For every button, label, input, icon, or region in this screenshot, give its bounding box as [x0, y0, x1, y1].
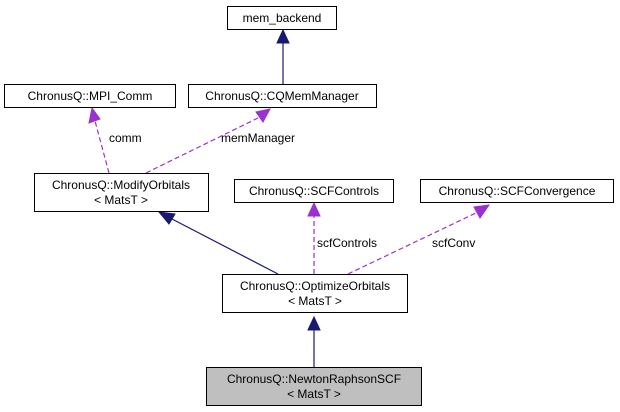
node-optimizeorbitals[interactable]: ChronusQ::OptimizeOrbitals < MatsT > [222, 274, 408, 313]
edge-newtonraphsonscf-to-optimizeorbitals [307, 315, 321, 367]
node-mem-backend[interactable]: mem_backend [227, 6, 337, 30]
node-scfcontrols[interactable]: ChronusQ::SCFControls [234, 179, 394, 203]
node-label: mem_backend [243, 11, 322, 25]
node-modifyorbitals[interactable]: ChronusQ::ModifyOrbitals < MatsT > [34, 173, 209, 212]
edge-cqmemmanager-to-mem-backend [276, 28, 290, 84]
edge-scfconv: scfConv [347, 204, 491, 275]
node-cqmemmanager[interactable]: ChronusQ::CQMemManager [188, 84, 377, 108]
node-label: ChronusQ::ModifyOrbitals [52, 178, 190, 192]
node-label: ChronusQ::MPI_Comm [28, 89, 153, 103]
node-label: ChronusQ::SCFControls [249, 184, 379, 198]
edge-label-scfcontrols: scfControls [317, 236, 377, 250]
node-label: ChronusQ::CQMemManager [205, 89, 358, 103]
node-label: ChronusQ::SCFConvergence [439, 184, 596, 198]
edge-label-comm: comm [109, 131, 142, 145]
edge-label-scfconv: scfConv [432, 236, 475, 250]
edge-label-memmanager: memManager [221, 131, 295, 145]
edge-scfcontrols: scfControls [307, 201, 377, 274]
node-label: ChronusQ::NewtonRaphsonSCF [227, 372, 401, 386]
node-mpi-comm[interactable]: ChronusQ::MPI_Comm [4, 84, 176, 108]
node-template-label: < MatsT > [287, 387, 341, 401]
node-label: ChronusQ::OptimizeOrbitals [240, 279, 390, 293]
node-newtonraphsonscf[interactable]: ChronusQ::NewtonRaphsonSCF < MatsT > [206, 367, 422, 406]
node-template-label: < MatsT > [288, 294, 342, 308]
edge-optimizeorbitals-to-modifyorbitals [157, 211, 279, 275]
node-scfconvergence[interactable]: ChronusQ::SCFConvergence [420, 179, 614, 203]
node-template-label: < MatsT > [94, 193, 148, 207]
edge-comm: comm [88, 106, 142, 174]
edge-memmanager: memManager [145, 108, 295, 174]
